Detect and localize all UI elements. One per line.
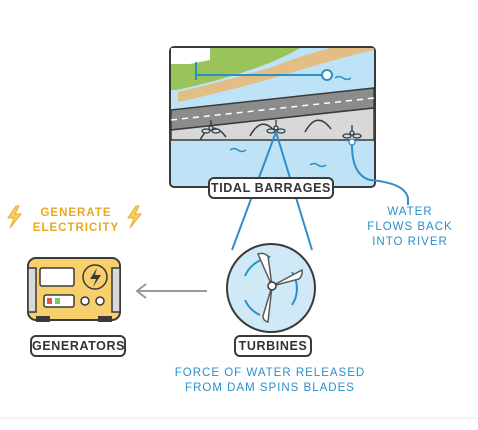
tidal-barrage-illustration <box>169 46 376 188</box>
turbines-label: TURBINES <box>234 335 312 357</box>
generators-label: GENERATORS <box>30 335 126 357</box>
generate-electricity-caption: GENERATE ELECTRICITY <box>32 207 120 234</box>
water-flows-back-caption: WATER FLOWS BACK INTO RIVER <box>367 206 453 248</box>
lightning-icon <box>7 205 143 229</box>
arrow-left-icon <box>135 283 207 299</box>
force-of-water-caption: FORCE OF WATER RELEASED FROM DAM SPINS B… <box>174 367 366 394</box>
water-return-line <box>351 144 409 205</box>
tidal-barrages-label: TIDAL BARRAGES <box>208 177 334 199</box>
turbine-icon <box>226 243 316 333</box>
generator-icon <box>27 257 121 322</box>
